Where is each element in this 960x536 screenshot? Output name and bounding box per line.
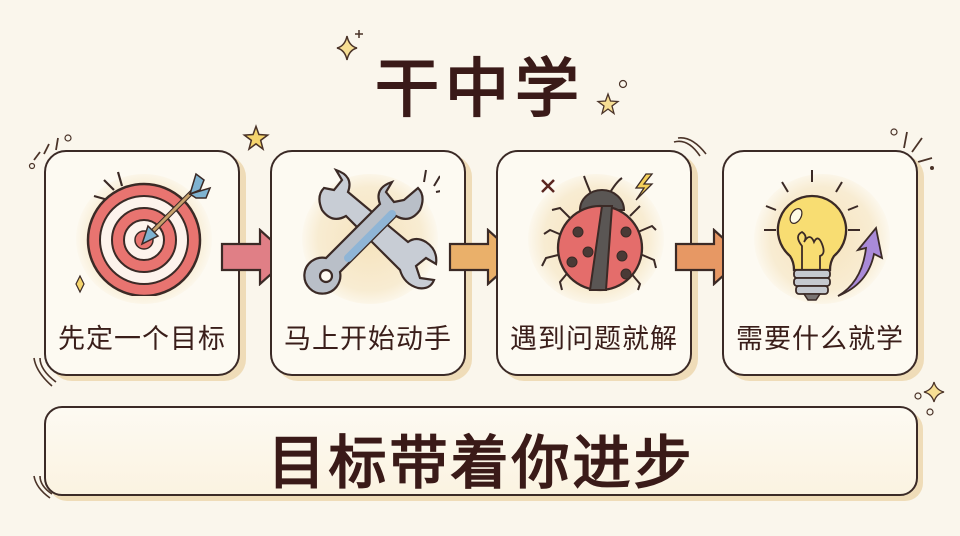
- star-icon: [242, 124, 270, 152]
- ladybug-icon: [541, 173, 657, 292]
- step-card-start-doing: 马上开始动手: [270, 150, 466, 376]
- sparkle-icon: [336, 30, 363, 61]
- lightbulb-icon: [764, 170, 884, 301]
- star-icon: [596, 92, 620, 116]
- motion-lines-icon: [673, 137, 707, 157]
- motion-lines-icon: [33, 475, 53, 499]
- step-label: 先定一个目标: [58, 324, 226, 355]
- conclusion-banner: 目标带着你进步: [44, 406, 918, 497]
- motion-lines-icon: [28, 134, 72, 170]
- motion-lines-icon: [890, 128, 934, 170]
- step-label: 需要什么就学: [736, 324, 904, 355]
- step-card-set-goal: 先定一个目标: [44, 150, 240, 376]
- step-label: 遇到问题就解: [510, 324, 678, 355]
- motion-lines-icon: [33, 357, 57, 387]
- wrench-icon: [303, 168, 440, 295]
- step-card-solve-problems: 遇到问题就解: [496, 150, 692, 376]
- step-card-learn-as-needed: 需要什么就学: [722, 150, 918, 376]
- circle-dot-icon: [618, 79, 628, 89]
- banner-text: 目标带着你进步: [267, 429, 695, 497]
- sparkle-icon: [914, 381, 945, 416]
- page-title: 干中学: [375, 53, 585, 127]
- step-label: 马上开始动手: [284, 324, 452, 355]
- target-icon: [75, 171, 212, 296]
